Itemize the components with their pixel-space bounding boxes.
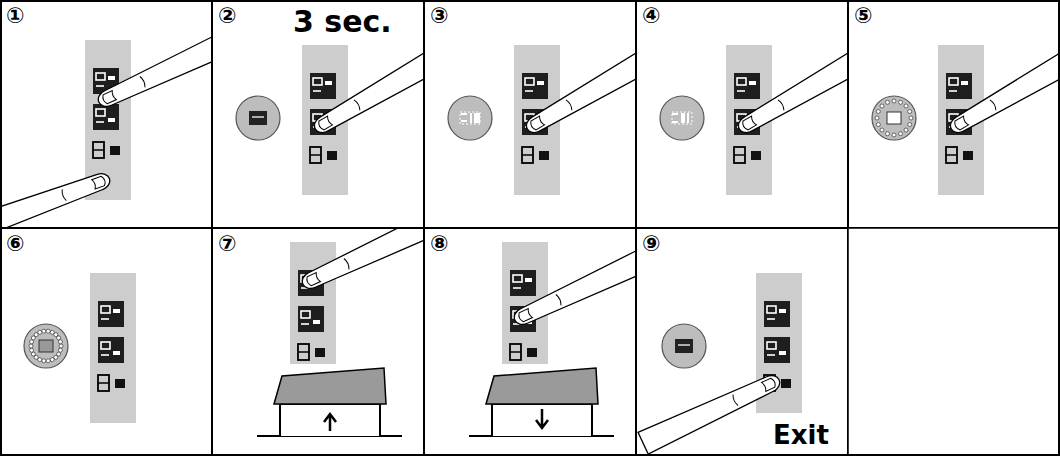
step-panel: ③ xyxy=(424,0,636,228)
step-panel: ⑨ Exit xyxy=(636,228,848,456)
door-symbol xyxy=(469,368,614,436)
step-illustration xyxy=(236,44,424,195)
step-panel: ② 3 sec. xyxy=(212,0,424,228)
step-number: ⑦ xyxy=(218,232,237,256)
display-icon xyxy=(448,96,492,140)
step-number: ⑥ xyxy=(6,232,25,256)
finger xyxy=(309,44,424,140)
display-icon xyxy=(236,96,280,140)
step-number: ② xyxy=(218,4,237,28)
empty-panel xyxy=(848,228,1060,456)
step-number: ⑤ xyxy=(854,4,873,28)
finger xyxy=(298,228,424,295)
display-icon xyxy=(872,96,916,140)
step-illustration xyxy=(24,273,136,423)
step-panel: ① xyxy=(0,0,212,228)
step-panel: ⑧ xyxy=(424,228,636,456)
step-number: ① xyxy=(6,4,25,28)
step-panel: ⑦ xyxy=(212,228,424,456)
display-icon xyxy=(662,324,706,368)
step-illustration xyxy=(469,242,636,436)
step-illustration xyxy=(0,28,212,228)
step-panel: ④ xyxy=(636,0,848,228)
finger xyxy=(733,44,848,140)
step-panel: ⑥ xyxy=(0,228,212,456)
step-panel: ⑤ xyxy=(848,0,1060,228)
step-number: ③ xyxy=(430,4,449,28)
remote-control xyxy=(90,273,136,423)
step-illustration xyxy=(660,44,848,195)
step-note: 3 sec. xyxy=(293,5,392,38)
finger xyxy=(521,44,636,140)
display-icon xyxy=(660,96,704,140)
step-illustration xyxy=(872,44,1060,195)
step-illustration xyxy=(448,44,636,195)
step-number: ⑨ xyxy=(642,232,661,256)
finger xyxy=(94,28,212,113)
finger xyxy=(638,369,784,454)
finger xyxy=(0,167,114,228)
step-note: Exit xyxy=(773,421,829,450)
step-number: ④ xyxy=(642,4,661,28)
step-illustration xyxy=(257,228,424,436)
display-icon xyxy=(24,324,68,368)
finger xyxy=(510,246,636,331)
door-symbol xyxy=(257,368,402,436)
step-number: ⑧ xyxy=(430,232,449,256)
finger xyxy=(945,44,1060,140)
remote-control xyxy=(290,242,336,364)
